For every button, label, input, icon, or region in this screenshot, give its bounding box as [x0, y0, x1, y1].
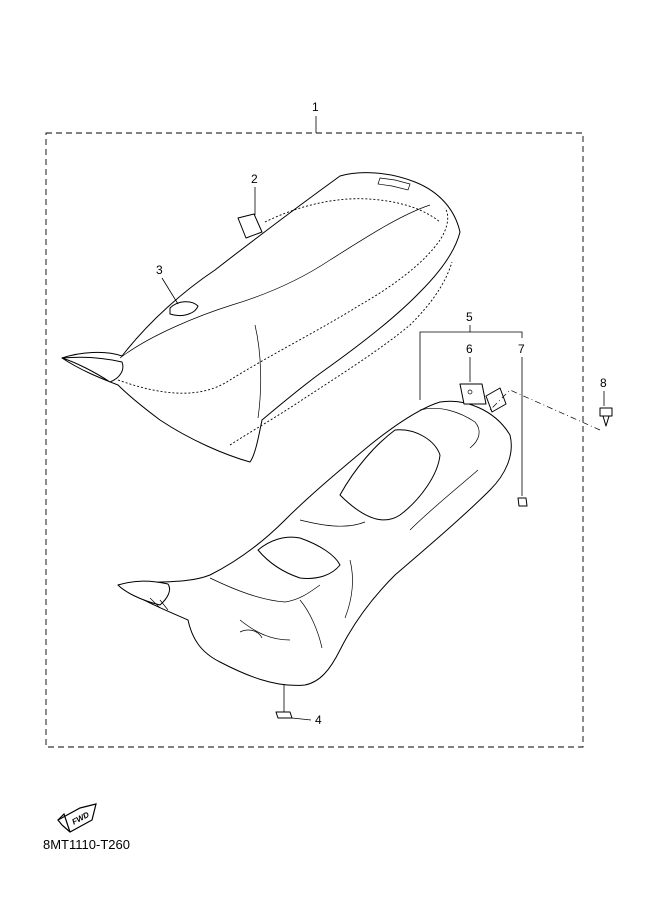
assembly-boundary [45, 132, 584, 748]
fwd-arrow-head [57, 812, 71, 833]
seat-body [61, 172, 461, 463]
seat-stitch-2 [229, 261, 453, 446]
callout-5: 5 [466, 310, 473, 324]
part-3-patch [169, 301, 199, 317]
seat-logo-patch [377, 177, 411, 191]
leader-3 [161, 277, 179, 305]
part-7-nut [517, 497, 528, 507]
bracket-5 [419, 331, 523, 400]
callout-4: 4 [315, 713, 322, 727]
seat-base-window-rear [339, 429, 441, 521]
callout-8: 8 [600, 376, 607, 390]
callout-3: 3 [156, 263, 163, 277]
callout-2: 2 [251, 172, 258, 186]
seat-base-body [117, 400, 512, 686]
seat-stitch-3 [264, 198, 441, 223]
fwd-arrow: FWD [57, 803, 97, 833]
seat-stitch-1 [117, 207, 449, 394]
rear-hinge-area [419, 408, 480, 449]
seat [61, 172, 461, 463]
part-6-hinge [459, 383, 487, 405]
rib-4 [299, 599, 323, 649]
seat-contour [254, 324, 262, 419]
seat-ridge [119, 204, 431, 359]
rib-2 [209, 577, 321, 603]
seat-front-tip [61, 356, 124, 383]
part-8-bolt-shank [602, 415, 610, 427]
front-flange [117, 580, 171, 606]
callout-7: 7 [518, 342, 525, 356]
rib-3 [239, 619, 291, 641]
front-flange-detail [149, 597, 169, 611]
part-6-hinge-arm [485, 387, 507, 413]
diagram-code: 8MT1110-T260 [43, 837, 130, 852]
hinge-hole-1 [467, 389, 473, 395]
side-vent [239, 629, 263, 639]
part-2-strap [237, 213, 263, 239]
callout-1: 1 [312, 100, 319, 114]
rib-6 [409, 469, 479, 531]
part-4-clip [275, 711, 293, 719]
rib-5 [344, 559, 353, 619]
seat-base [117, 400, 512, 686]
callout-6: 6 [466, 342, 473, 356]
seat-base-window-front [257, 536, 341, 579]
rib-1 [299, 519, 366, 527]
assembly-line-8 [489, 389, 601, 431]
leader-4 [291, 717, 312, 721]
part-8-bolt-head [599, 407, 613, 417]
